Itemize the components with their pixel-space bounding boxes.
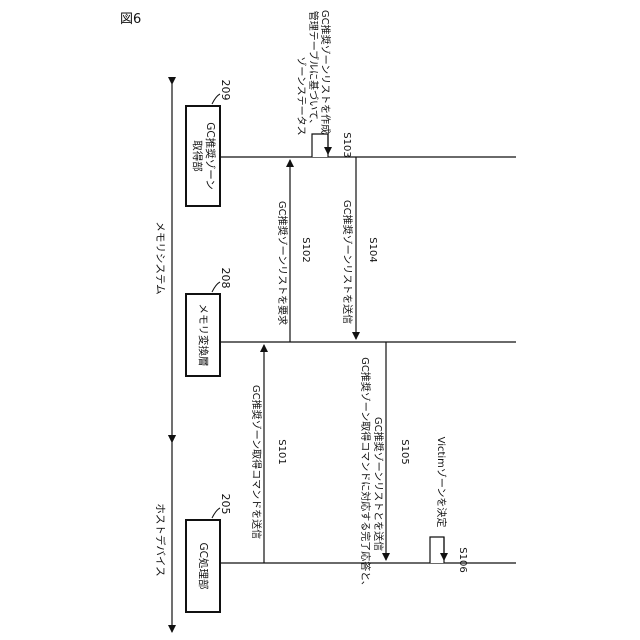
- process-label-s103-line2: 管理テーブルに基づいて、: [306, 11, 318, 130]
- step-id-s102: S102: [299, 237, 311, 262]
- step-id-s101: S101: [275, 439, 287, 464]
- entity-number-208: 208: [219, 268, 231, 289]
- step-id-s105: S105: [398, 439, 410, 464]
- message-label-s105-line1: GC推奨ゾーン取得コマンドに対応する完了応答と、: [358, 357, 370, 591]
- step-id-s106: S106: [456, 547, 468, 572]
- message-label-s105-line2: GC推奨ゾーンリストとを送信: [371, 417, 383, 551]
- step-id-s103: S103: [340, 132, 352, 157]
- entity-number-205: 205: [219, 494, 231, 515]
- message-label-s104: GC推奨ゾーンリストを送信: [340, 200, 352, 324]
- entity-label-205: GC処理部: [197, 543, 209, 590]
- message-label-s102: GC推奨ゾーンリストを要求: [275, 201, 287, 325]
- process-label-s103-line3: GC推奨ゾーンリストを作成: [318, 10, 330, 134]
- entity-number-209: 209: [219, 80, 231, 101]
- process-label-s103-line1: ゾーンステータス: [294, 56, 306, 135]
- entity-label-208: メモリ変換層: [197, 304, 209, 367]
- group-label-host-device: ホストデバイス: [154, 503, 166, 576]
- step-id-s104: S104: [366, 237, 378, 262]
- entity-label-209: GC推奨ゾーン取得部: [190, 121, 216, 191]
- group-label-memory-system: メモリシステム: [154, 221, 166, 294]
- message-label-s101: GC推奨ゾーン取得コマンドを送信: [249, 385, 261, 539]
- process-label-s106: Victimゾーンを決定: [434, 437, 446, 528]
